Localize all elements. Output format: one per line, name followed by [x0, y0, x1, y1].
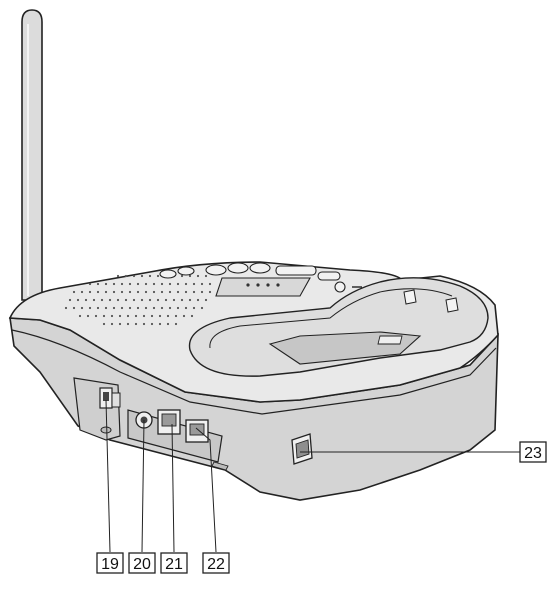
- handset-cradle: [188, 277, 489, 377]
- callout-label: 19: [101, 556, 119, 573]
- leader-line-21: [171, 423, 175, 553]
- indicator-light: [266, 283, 270, 287]
- callout-label: 21: [165, 556, 183, 573]
- control-button: [317, 271, 341, 281]
- control-button: [227, 262, 249, 274]
- indicator-light: [276, 283, 280, 287]
- display-panel: [215, 277, 311, 297]
- leader-line-19: [105, 399, 111, 553]
- leader-lines: [105, 399, 520, 553]
- callout-19: 19: [96, 552, 124, 574]
- leader-line-22: [195, 427, 217, 553]
- modular-jack-21: [157, 409, 181, 435]
- control-button: [177, 266, 195, 276]
- callout-label: 20: [133, 556, 151, 573]
- control-button: [275, 265, 317, 276]
- switch-19: [99, 387, 121, 409]
- control-button: [159, 269, 177, 279]
- callout-22: 22: [202, 552, 230, 574]
- callout-21: 21: [160, 552, 188, 574]
- antenna: [21, 9, 43, 301]
- feet: [100, 426, 229, 471]
- callout-label: 23: [524, 445, 542, 462]
- leader-line-20: [141, 419, 145, 553]
- callout-20: 20: [128, 552, 156, 574]
- control-button: [249, 262, 271, 274]
- speaker-grille: [64, 274, 212, 326]
- callout-23: 23: [519, 441, 547, 463]
- indicator-light: [246, 283, 250, 287]
- control-button: [205, 264, 227, 276]
- control-knob: [334, 281, 346, 293]
- control-panel: [159, 262, 362, 297]
- modular-jack-22: [185, 419, 209, 443]
- callout-label: 22: [207, 556, 225, 573]
- side-jack-23: [291, 433, 313, 465]
- indicator-light: [256, 283, 260, 287]
